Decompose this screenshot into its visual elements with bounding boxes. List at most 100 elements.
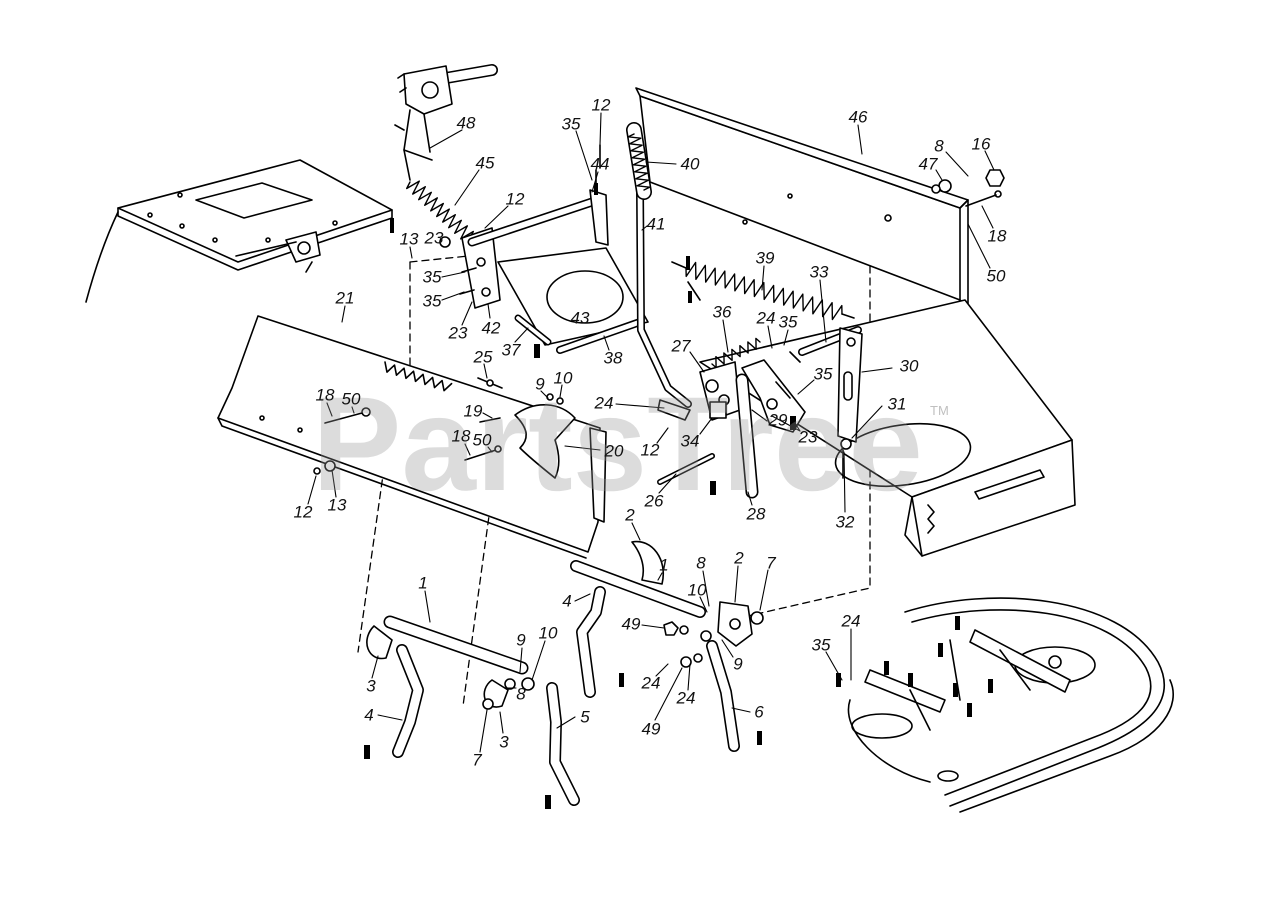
callout-label: 2 [734, 548, 744, 568]
callout-label: 39 [755, 248, 775, 268]
spring-45 [406, 180, 474, 240]
lift-bar-left [385, 617, 527, 673]
callout-label: 10 [538, 623, 558, 643]
callout-label: 31 [887, 394, 907, 414]
callout-label: 23 [448, 323, 468, 343]
callout-label: 4 [562, 591, 572, 611]
callout-label: 8 [934, 136, 944, 156]
callout-label: 4 [364, 705, 374, 725]
callout-label: 35 [811, 635, 831, 655]
link-37 [516, 316, 550, 344]
callout-label: 24 [641, 673, 661, 693]
curved-bracket [514, 404, 576, 479]
callout-label: 18 [987, 226, 1007, 246]
mower-deck [847, 597, 1175, 813]
callout-label: 47 [918, 154, 938, 174]
callout-label: 24 [756, 308, 776, 328]
callout-label: 27 [671, 336, 691, 356]
callout-label: 29 [768, 410, 788, 430]
leader-lines [307, 112, 995, 753]
callout-label: 24 [841, 611, 861, 631]
callout-label: 20 [604, 441, 624, 461]
callout-label: 6 [754, 702, 764, 722]
callout-label: 49 [621, 614, 641, 634]
callout-label: 7 [472, 750, 482, 770]
spring-39 [685, 261, 843, 321]
callout-label: 23 [424, 228, 444, 248]
callout-label: 35 [778, 312, 798, 332]
callout-label: 38 [603, 348, 623, 368]
callout-label: 8 [516, 684, 526, 704]
callout-label: 35 [422, 267, 442, 287]
lever-assembly [657, 351, 806, 433]
callout-label: 18 [315, 385, 335, 405]
lever-4-left [393, 645, 423, 757]
callout-label: 45 [475, 153, 495, 173]
middle-linkage-parts [631, 540, 764, 668]
callout-label: 16 [971, 134, 991, 154]
callout-label: 1 [418, 573, 428, 593]
callout-label: 26 [644, 491, 664, 511]
lever-5 [547, 683, 579, 805]
throttle-control [394, 64, 498, 181]
seat-fasteners [931, 169, 1005, 207]
callout-label: 32 [835, 512, 855, 532]
callout-label: 24 [594, 393, 614, 413]
dash-panel [217, 315, 607, 559]
callout-label: 3 [366, 676, 376, 696]
callout-label: 41 [646, 214, 666, 234]
callout-label: 50 [472, 430, 492, 450]
lift-bar-middle [571, 561, 705, 617]
fastener-markers [364, 183, 993, 809]
spring-36 [711, 337, 761, 369]
callout-label: 49 [641, 719, 661, 739]
callout-label: 50 [341, 389, 361, 409]
callout-label: 10 [687, 580, 707, 600]
callout-label: 46 [848, 107, 868, 127]
callout-label: 35 [813, 364, 833, 384]
callout-label: 12 [591, 95, 611, 115]
lever-30 [837, 327, 863, 479]
callout-label: 2 [625, 505, 635, 525]
pin-26 [658, 454, 714, 484]
callout-label: 7 [766, 553, 776, 573]
seat-plate [635, 87, 969, 307]
callout-label: 44 [590, 154, 610, 174]
pivot-bracket [439, 227, 501, 309]
lift-rod [469, 197, 601, 245]
callout-label: 48 [456, 113, 476, 133]
callout-label: 37 [501, 340, 521, 360]
callout-label: 12 [505, 189, 525, 209]
callout-label: 25 [473, 347, 493, 367]
lever-28 [737, 375, 757, 497]
callout-label: 23 [798, 427, 818, 447]
callout-label: 35 [422, 291, 442, 311]
hood-plate [85, 159, 393, 303]
callout-label: 9 [733, 654, 743, 674]
callout-label: 13 [399, 229, 419, 249]
callout-label: 35 [561, 114, 581, 134]
callout-label: 13 [327, 495, 347, 515]
fender-body [699, 299, 1076, 557]
callout-label: 12 [640, 440, 660, 460]
callout-label: 50 [986, 266, 1006, 286]
rod-end-bracket [589, 144, 609, 246]
callout-label: 21 [335, 288, 355, 308]
callout-label: 9 [535, 374, 545, 394]
callout-label: 36 [712, 302, 732, 322]
callout-label: 24 [676, 688, 696, 708]
hole-plate [497, 247, 649, 346]
lever-4-middle [577, 587, 605, 697]
callout-label: 9 [516, 630, 526, 650]
spring-39-hooks [671, 261, 855, 319]
callout-label: 12 [293, 502, 313, 522]
callout-label: 19 [463, 401, 483, 421]
callout-label: 10 [553, 368, 573, 388]
callout-label: 40 [680, 154, 700, 174]
callout-label: 33 [809, 262, 829, 282]
callout-label: 1 [659, 555, 669, 575]
callout-label: 3 [499, 732, 509, 752]
callout-label: 28 [746, 504, 766, 524]
